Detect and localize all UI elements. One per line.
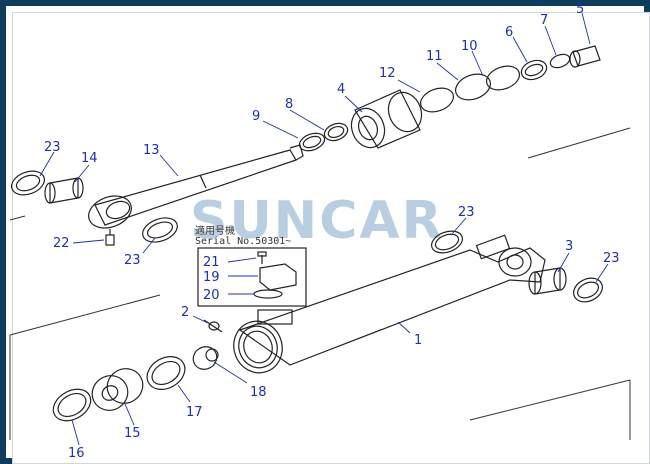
watermark: SUNCAR: [190, 191, 444, 251]
dust-seal-ring-right: [573, 277, 603, 303]
piston-15: [91, 368, 144, 411]
serial-inset: 適用号機 Serial No.50301~: [195, 224, 307, 307]
piston-rod: [88, 144, 304, 229]
seal-6: [520, 59, 548, 81]
callout-21: 21: [203, 255, 220, 270]
inset-caption-line2: Serial No.50301~: [195, 236, 291, 247]
callout-13: 13: [143, 143, 160, 158]
o-ring-12: [419, 87, 455, 113]
callout-3: 3: [565, 239, 573, 254]
callout-4: 4: [337, 82, 345, 97]
callout-10: 10: [461, 39, 478, 54]
grease-fitting: [105, 229, 115, 246]
backup-ring-11: [454, 73, 492, 101]
plug: [203, 319, 223, 333]
bushing-left: [44, 177, 84, 204]
bushing-right: [528, 267, 567, 295]
snap-ring-7: [549, 53, 571, 69]
buffer-ring: [298, 132, 326, 152]
callout-16: 16: [68, 446, 85, 461]
diagram-canvas: [12, 12, 650, 464]
nut-18: [192, 346, 219, 370]
callout-23-right: 23: [603, 251, 620, 266]
callout-17: 17: [186, 405, 203, 420]
callout-1: 1: [414, 333, 422, 348]
callout-5: 5: [576, 2, 584, 17]
section-lines: [9, 127, 631, 440]
callout-14: 14: [81, 151, 98, 166]
callout-8: 8: [285, 97, 293, 112]
callout-11: 11: [426, 49, 443, 64]
inset-caption-line1: 適用号機: [195, 224, 235, 237]
cylinder-head: [350, 89, 423, 149]
callout-9: 9: [252, 109, 260, 124]
wear-ring-16: [52, 388, 92, 422]
dust-seal-ring-rod: [142, 217, 178, 243]
callout-18: 18: [250, 385, 267, 400]
rod-seal: [323, 122, 349, 142]
callout-20: 20: [203, 288, 220, 303]
callout-23-rod: 23: [124, 253, 141, 268]
callout-23-tube: 23: [458, 205, 475, 220]
o-ring-10: [485, 65, 521, 91]
callout-15: 15: [124, 426, 141, 441]
leader-lines: [39, 12, 609, 446]
callout-6: 6: [505, 25, 513, 40]
callout-7: 7: [540, 13, 548, 28]
bushing-5: [569, 45, 601, 68]
callout-22: 22: [53, 236, 70, 251]
dust-seal-ring-left: [10, 170, 46, 196]
piston-ring-17: [146, 356, 186, 390]
callout-labels: 1 2 3 4 5 6 7 8 9 10 11 12 13 14 15 16 1…: [44, 2, 620, 461]
callout-19: 19: [203, 270, 220, 285]
callout-23-left: 23: [44, 140, 61, 155]
callout-12: 12: [379, 66, 396, 81]
cylinder-tube: [233, 234, 546, 374]
dust-seal-ring-tube: [430, 230, 464, 254]
callout-2: 2: [181, 305, 189, 320]
